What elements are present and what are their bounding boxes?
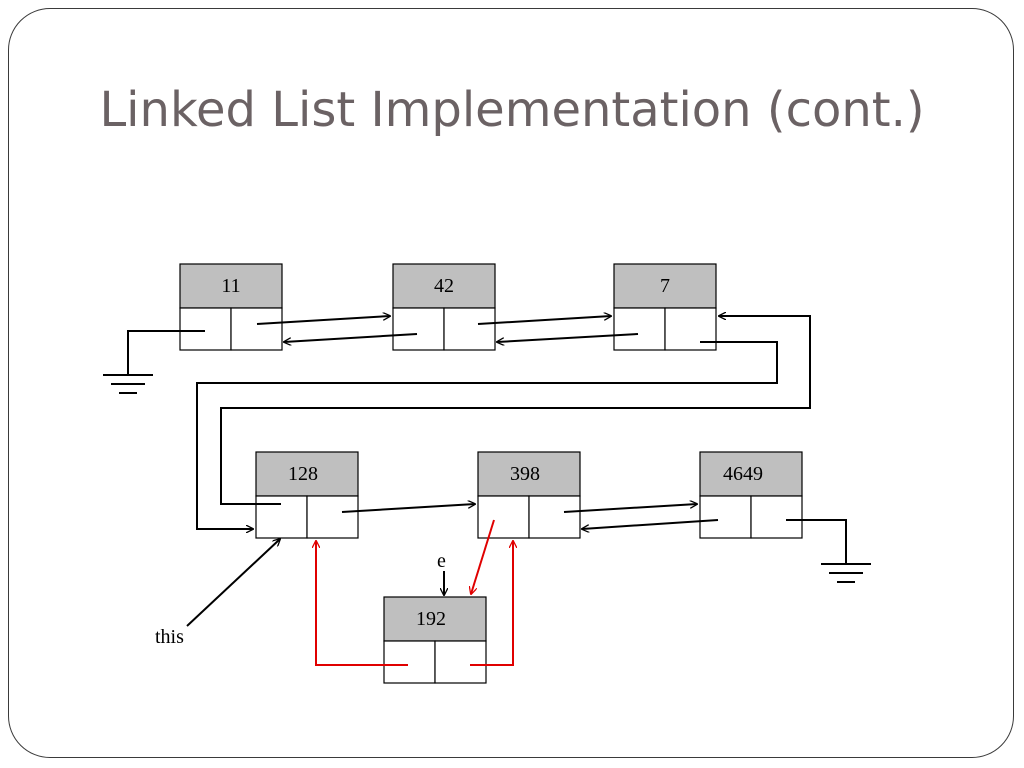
link-128-to-398	[341, 504, 475, 513]
node-7: 7	[613, 263, 717, 351]
node-192-prev-cell	[383, 640, 436, 684]
node-4649: 4649	[699, 451, 803, 539]
node-4649-value: 4649	[723, 463, 763, 485]
node-4649-value-cell	[699, 451, 803, 497]
this-pointer	[186, 539, 280, 627]
node-192: 192	[383, 596, 487, 684]
node-398-value: 398	[510, 463, 540, 485]
node-128-next-cell	[306, 495, 359, 539]
node-4649-prev-cell	[699, 495, 752, 539]
node-11: 11	[179, 263, 283, 351]
node-398-prev-cell	[477, 495, 530, 539]
node-192-value: 192	[416, 608, 446, 630]
node-42: 42	[392, 263, 496, 351]
node-398-next-cell	[528, 495, 581, 539]
node-11-value: 11	[221, 275, 240, 297]
link-4649-to-398	[582, 519, 719, 529]
node-128-prev-cell	[255, 495, 308, 539]
node-4649-next-null-link	[786, 519, 847, 564]
link-7-to-128	[196, 341, 778, 529]
node-398: 398	[477, 451, 581, 539]
null-ground-left-icon	[103, 330, 205, 394]
e-label: e	[437, 550, 446, 572]
null-ground-right-icon	[786, 519, 871, 583]
this-label: this	[155, 626, 184, 648]
node-7-prev-cell	[613, 307, 666, 351]
node-42-value: 42	[434, 275, 454, 297]
link-7-to-42	[497, 333, 639, 342]
link-192-to-128	[316, 541, 408, 666]
node-42-value-cell	[392, 263, 496, 309]
link-192-to-398	[470, 541, 513, 666]
node-7-value: 7	[660, 275, 670, 297]
node-11-next-cell	[230, 307, 283, 351]
node-128: 128	[255, 451, 359, 539]
link-42-to-11	[284, 333, 418, 342]
node-7-next-cell	[664, 307, 717, 351]
node-192-value-cell	[383, 596, 487, 642]
node-4649-next-cell	[750, 495, 803, 539]
link-42-to-7	[477, 316, 611, 325]
node-11-value-cell	[179, 263, 283, 309]
slide-title: Linked List Implementation (cont.)	[99, 82, 925, 138]
node-42-prev-cell	[392, 307, 445, 351]
node-11-prev-cell	[179, 307, 232, 351]
link-398-to-192	[471, 519, 495, 594]
node-128-value: 128	[288, 463, 318, 485]
node-192-next-cell	[434, 640, 487, 684]
link-128-to-7	[220, 316, 811, 505]
node-11-prev-null-link	[127, 330, 205, 375]
node-42-next-cell	[443, 307, 496, 351]
link-11-to-42	[256, 316, 390, 325]
link-398-to-4649	[563, 504, 697, 513]
